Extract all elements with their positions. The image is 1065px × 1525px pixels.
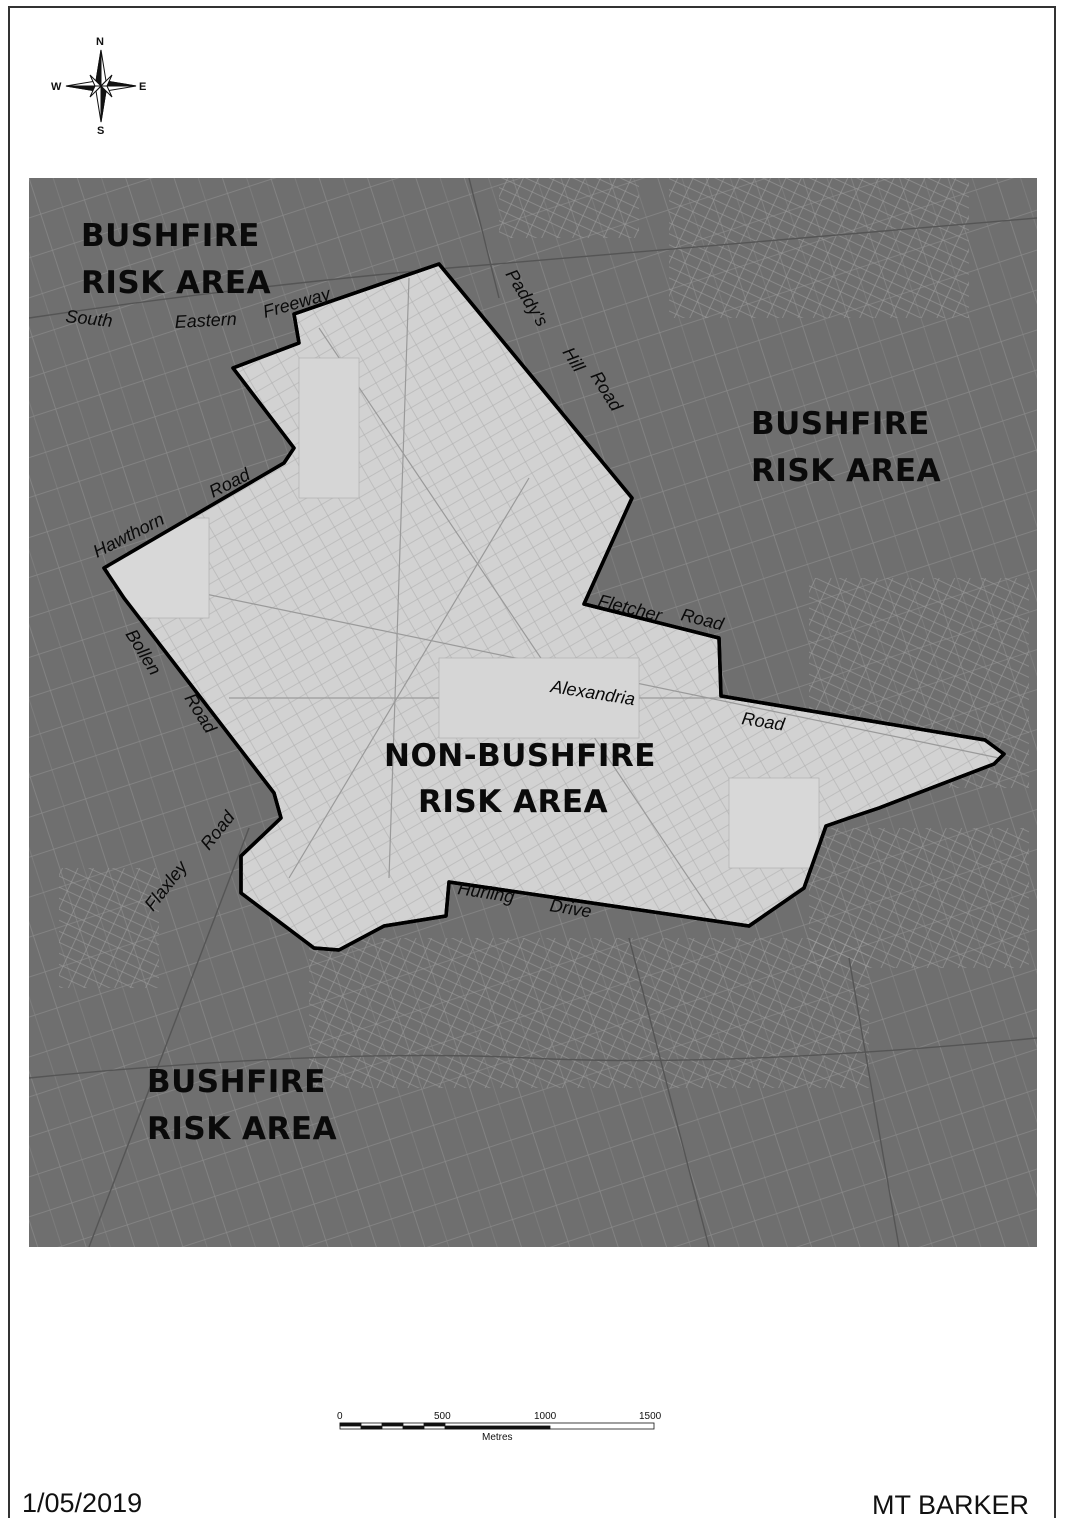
zone-label-nw-line1: BUSHFIRE <box>81 218 260 254</box>
outside-roads <box>29 178 1037 1247</box>
compass-west-label: W <box>51 81 62 93</box>
scale-tick-1500: 1500 <box>639 1411 662 1422</box>
zone-label-ne-line2: RISK AREA <box>751 453 941 489</box>
scale-unit: Metres <box>482 1432 513 1443</box>
map-place-name: MT BARKER <box>871 1490 1029 1520</box>
road-label-south: South <box>65 306 114 331</box>
map-frame <box>8 6 1056 1518</box>
road-label-eastern: Eastern <box>174 309 237 332</box>
scale-tick-1000: 1000 <box>534 1411 557 1422</box>
map-date: 1/05/2019 <box>22 1488 143 1518</box>
zone-label-center-line2: RISK AREA <box>418 784 608 820</box>
zone-label-ne-line1: BUSHFIRE <box>751 406 930 442</box>
map-canvas[interactable]: BUSHFIRE RISK AREA BUSHFIRE RISK AREA BU… <box>29 178 1037 1247</box>
compass-north-label: N <box>96 36 104 48</box>
zone-label-sw-line2: RISK AREA <box>147 1111 337 1147</box>
scale-tick-0: 0 <box>337 1411 343 1422</box>
scale-bar: 0 500 1000 1500 Metres <box>337 1411 662 1443</box>
compass-east-label: E <box>139 81 146 93</box>
compass-rose-icon: N S E W <box>51 36 146 137</box>
zone-label-center-line1: NON-BUSHFIRE <box>384 738 656 774</box>
compass-south-label: S <box>97 125 104 137</box>
zone-label-nw-line2: RISK AREA <box>81 265 271 301</box>
zone-label-sw-line1: BUSHFIRE <box>147 1064 326 1100</box>
scale-tick-500: 500 <box>434 1411 451 1422</box>
